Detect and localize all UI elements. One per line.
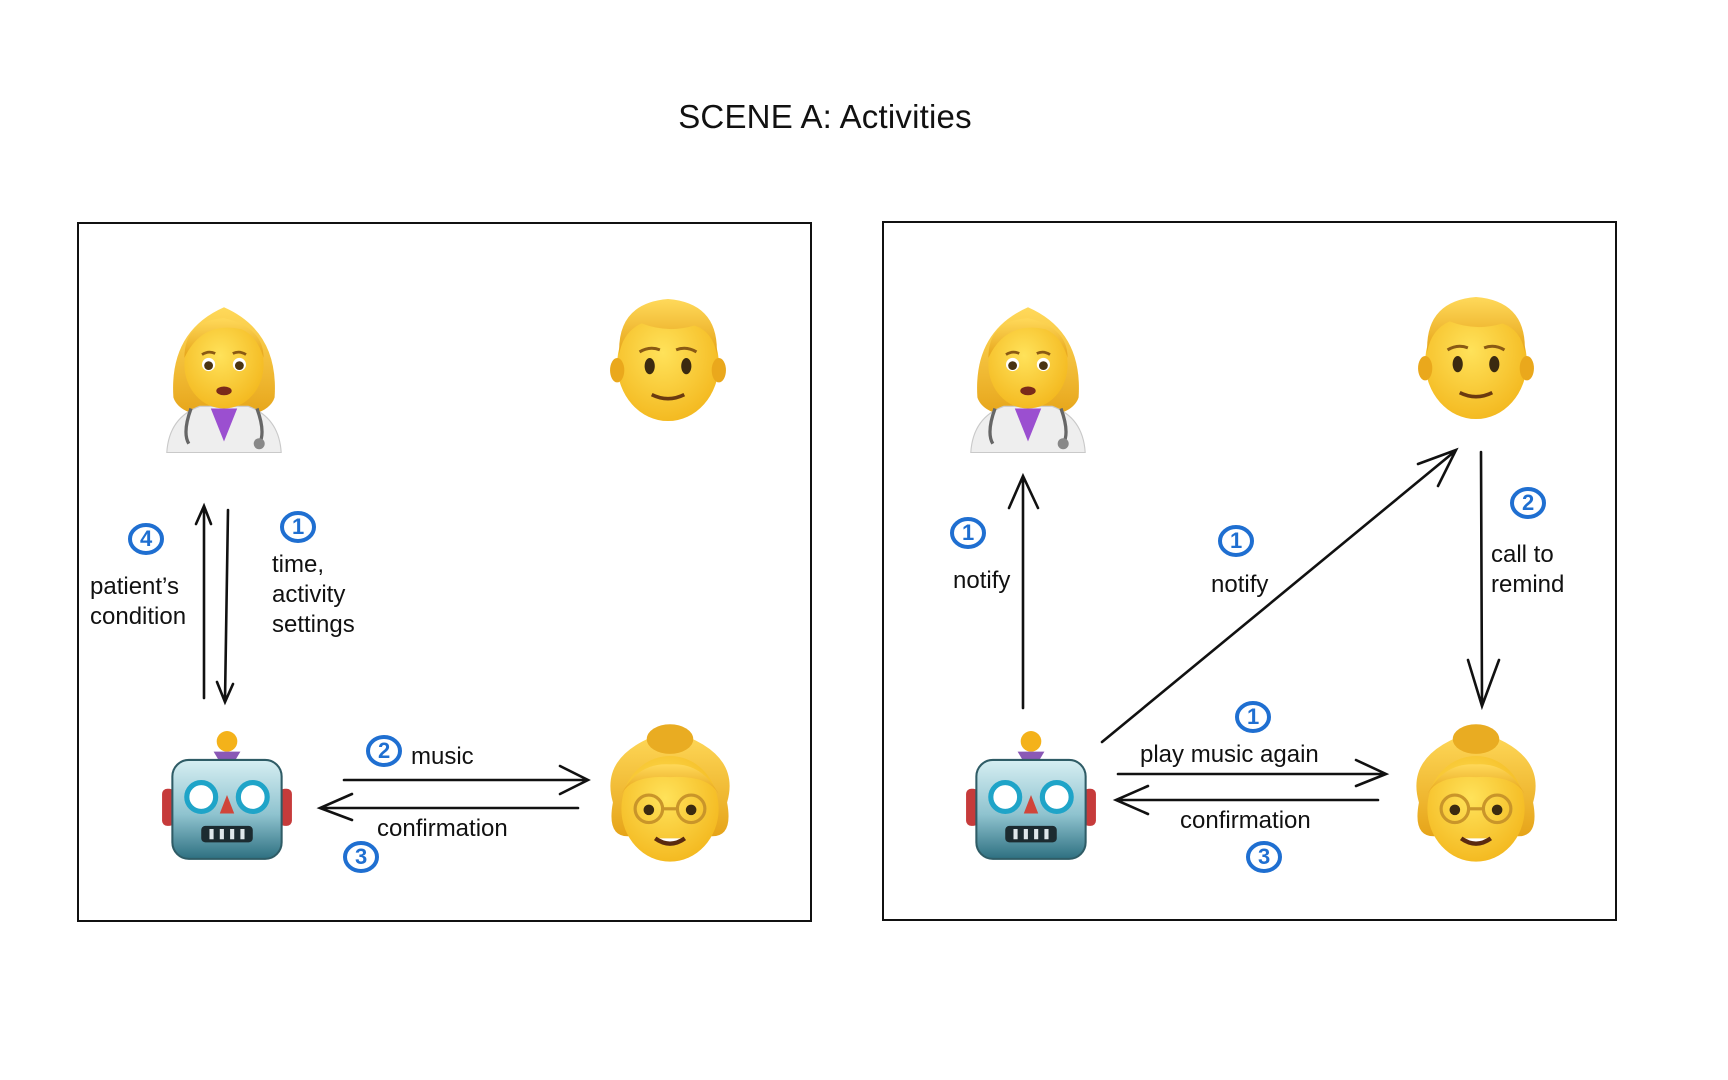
label-confirmation-left: confirmation [377, 815, 508, 842]
label-confirmation-right: confirmation [1180, 807, 1311, 834]
arrow-confirmation-right [1112, 784, 1380, 816]
arrow-notify-son [1100, 447, 1459, 744]
step-number: 3 [355, 844, 368, 869]
step-number: 2 [378, 738, 391, 763]
step-number: 2 [1522, 490, 1535, 515]
step-number: 3 [1258, 844, 1271, 869]
arrow-call-to-remind [1466, 450, 1501, 711]
label-time-activity-settings: time, activity settings [272, 551, 355, 638]
arrow-play-music-again [1116, 758, 1390, 788]
arrow-down-settings [215, 508, 235, 706]
arrow-music [342, 764, 591, 796]
arrow-confirmation-left [316, 792, 580, 822]
label-play-music-again: play music again [1140, 741, 1319, 768]
step-number: 1 [1247, 704, 1260, 729]
page-title: SCENE A: Activities [678, 98, 972, 135]
label-notify-doctor: notify [953, 567, 1011, 594]
step-number: 1 [1230, 528, 1243, 553]
label-patient-condition: patient’s condition [90, 573, 187, 630]
step-number: 1 [962, 520, 975, 545]
label-call-to-remind: call to remind [1491, 541, 1565, 598]
arrow-up-condition [194, 502, 213, 700]
step-number: 4 [140, 526, 153, 551]
arrow-notify-doctor [1007, 472, 1040, 710]
step-number: 1 [292, 514, 305, 539]
label-music: music [411, 743, 474, 770]
label-notify-son: notify [1211, 571, 1269, 598]
